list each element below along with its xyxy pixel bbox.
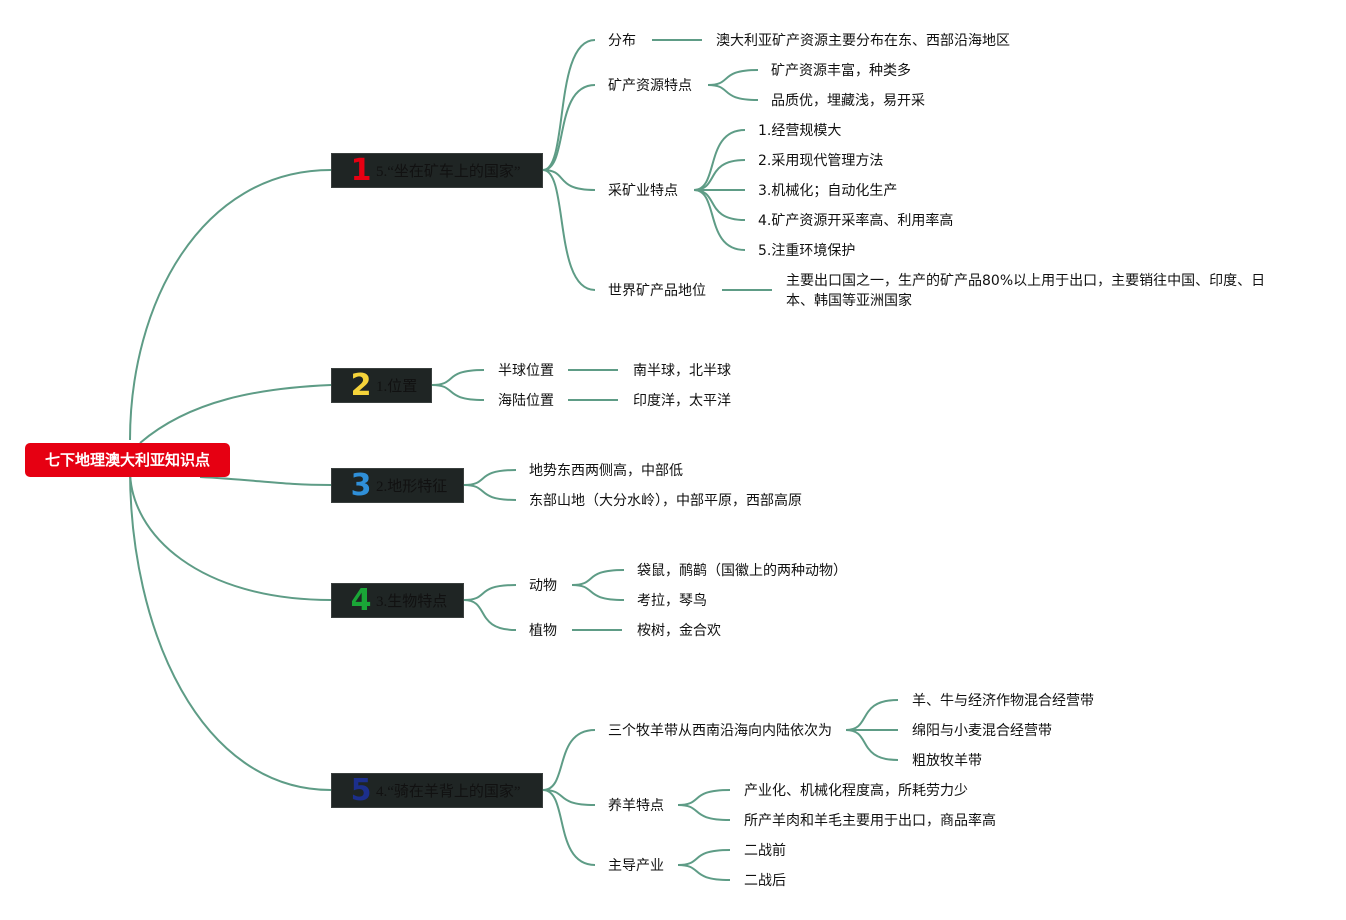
- b5-belt-link-1: [845, 699, 899, 731]
- topic-mining-features[interactable]: 采矿业特点: [608, 183, 678, 199]
- root-link-2: [139, 384, 332, 444]
- b1-link-2: [542, 84, 596, 171]
- branch-5[interactable]: 5 4.“骑在羊背上的国家”: [331, 773, 543, 808]
- mining-feature-2[interactable]: 2.采用现代管理方法: [758, 153, 884, 169]
- root-link-1: [129, 169, 332, 441]
- b4-animal-link-1: [571, 569, 625, 586]
- b5-raise-link-2: [677, 804, 731, 821]
- topic-mineral-features[interactable]: 矿产资源特点: [608, 78, 692, 94]
- branch-1-number: 1: [350, 153, 372, 188]
- branch-4[interactable]: 4 3.生物特点: [331, 583, 464, 618]
- mineral-feature-2[interactable]: 品质优，埋藏浅，易开采: [771, 93, 925, 109]
- branch-3[interactable]: 3 2.地形特征: [331, 468, 464, 503]
- b5-raise-link-1: [677, 789, 731, 806]
- topic-animals[interactable]: 动物: [529, 578, 557, 594]
- mining-feature-3[interactable]: 3.机械化；自动化生产: [758, 183, 898, 199]
- topic-distribution[interactable]: 分布: [608, 33, 636, 49]
- animal-1[interactable]: 袋鼠，鸸鹋（国徽上的两种动物）: [637, 563, 847, 579]
- branch-3-number: 3: [350, 468, 372, 503]
- b5-industry-link-1: [677, 849, 731, 866]
- topic-hemisphere[interactable]: 半球位置: [498, 363, 554, 379]
- b2-link-2: [431, 384, 485, 401]
- b1-mineral-link-1: [707, 69, 759, 86]
- branch-2-number: 2: [350, 368, 372, 403]
- sheep-belt-3[interactable]: 粗放牧羊带: [912, 753, 982, 769]
- topic-leading-industry[interactable]: 主导产业: [608, 858, 664, 874]
- topic-sheep-belts[interactable]: 三个牧羊带从西南沿海向内陆依次为: [608, 723, 832, 739]
- industry-prewar[interactable]: 二战前: [744, 843, 786, 859]
- branch-1[interactable]: 1 5.“坐在矿车上的国家”: [331, 153, 543, 188]
- topic-plants[interactable]: 植物: [529, 623, 557, 639]
- b5-link-1: [542, 729, 596, 791]
- animal-2[interactable]: 考拉，琴鸟: [637, 593, 707, 609]
- b4-link-1: [463, 584, 517, 601]
- industry-postwar[interactable]: 二战后: [744, 873, 786, 889]
- sheep-raising-2[interactable]: 所产羊肉和羊毛主要用于出口，商品率高: [744, 813, 996, 829]
- b1-mining-link-1: [693, 129, 746, 191]
- b5-link-2: [542, 789, 596, 806]
- sheep-belt-2[interactable]: 绵阳与小麦混合经营带: [912, 723, 1052, 739]
- b3-link-1: [463, 469, 517, 486]
- b1-mineral-link-2: [707, 84, 759, 101]
- mining-feature-5[interactable]: 5.注重环境保护: [758, 243, 856, 259]
- root-topic[interactable]: 七下地理澳大利亚知识点: [25, 443, 230, 477]
- b1-link-3: [542, 169, 596, 191]
- world-status-detail[interactable]: 主要出口国之一，生产的矿产品80%以上用于出口，主要销往中国、印度、日本、韩国等…: [786, 273, 1266, 309]
- root-link-4: [129, 469, 332, 601]
- mining-feature-1[interactable]: 1.经营规模大: [758, 123, 842, 139]
- terrain-feature-1[interactable]: 地势东西两侧高，中部低: [529, 463, 683, 479]
- topic-sheep-raising[interactable]: 养羊特点: [608, 798, 664, 814]
- sheep-belt-1[interactable]: 羊、牛与经济作物混合经营带: [912, 693, 1094, 709]
- topic-distribution-detail[interactable]: 澳大利亚矿产资源主要分布在东、西部沿海地区: [716, 33, 1010, 49]
- hemisphere-detail[interactable]: 南半球，北半球: [633, 363, 731, 379]
- b1-mining-link-2: [693, 159, 746, 191]
- branch-1-label: 5.“坐在矿车上的国家”: [376, 164, 521, 180]
- b5-industry-link-2: [677, 864, 731, 881]
- branch-2[interactable]: 2 1.位置: [331, 368, 432, 403]
- sea-land-detail[interactable]: 印度洋，太平洋: [633, 393, 731, 409]
- b1-mining-link-4: [693, 189, 746, 221]
- b1-mining-link-5: [693, 189, 746, 251]
- b1-link-4: [542, 169, 596, 291]
- topic-sea-land[interactable]: 海陆位置: [498, 393, 554, 409]
- plant-1[interactable]: 桉树，金合欢: [637, 623, 721, 639]
- b4-animal-link-2: [571, 584, 625, 601]
- b1-link-1: [542, 39, 596, 171]
- branch-2-label: 1.位置: [376, 379, 418, 395]
- root-link-5: [129, 469, 332, 791]
- b5-belt-link-3: [845, 729, 899, 761]
- branch-4-label: 3.生物特点: [376, 594, 448, 610]
- sheep-raising-1[interactable]: 产业化、机械化程度高，所耗劳力少: [744, 783, 968, 799]
- b4-link-2: [463, 599, 517, 631]
- root-link-3: [199, 476, 332, 486]
- branch-5-label: 4.“骑在羊背上的国家”: [376, 784, 521, 800]
- terrain-feature-2[interactable]: 东部山地（大分水岭），中部平原，西部高原: [529, 493, 802, 509]
- b5-link-3: [542, 789, 596, 866]
- branch-4-number: 4: [350, 583, 372, 618]
- branch-3-label: 2.地形特征: [376, 479, 448, 495]
- branch-5-number: 5: [350, 773, 372, 808]
- b3-link-2: [463, 484, 517, 501]
- b2-link-1: [431, 369, 485, 386]
- topic-world-status[interactable]: 世界矿产品地位: [608, 283, 706, 299]
- mineral-feature-1[interactable]: 矿产资源丰富，种类多: [771, 63, 911, 79]
- mining-feature-4[interactable]: 4.矿产资源开采率高、利用率高: [758, 213, 954, 229]
